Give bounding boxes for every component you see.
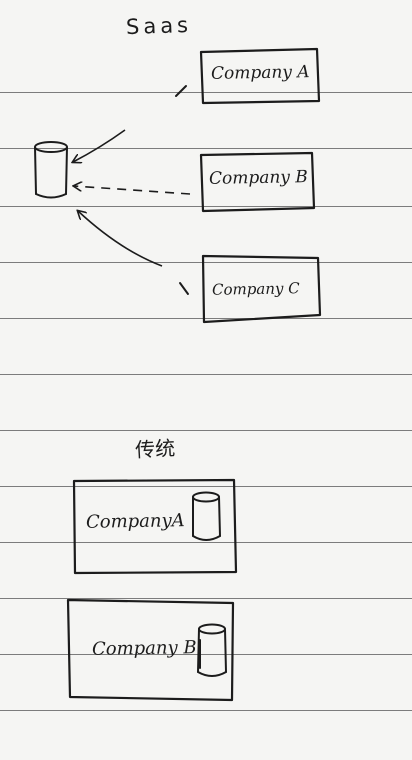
ruled-line bbox=[0, 542, 412, 543]
saas-company-c-label: Company C bbox=[211, 279, 300, 299]
traditional-company-a-label: CompanyA bbox=[85, 510, 185, 533]
arrow-company-a-to-db bbox=[73, 129, 126, 162]
ruled-line bbox=[0, 710, 412, 711]
tick-mark bbox=[179, 282, 189, 295]
shared-database-icon bbox=[34, 141, 68, 199]
saas-company-b-label: Company B bbox=[208, 167, 309, 189]
ruled-line bbox=[0, 486, 412, 487]
saas-company-a-label: Company A bbox=[210, 62, 310, 84]
saas-company-a-box bbox=[199, 47, 321, 105]
saas-company-c-box bbox=[201, 254, 322, 324]
traditional-company-b-label: Company B bbox=[91, 637, 197, 660]
company-a-database-icon bbox=[192, 491, 221, 541]
traditional-title: 传统 bbox=[134, 435, 176, 463]
ruled-line bbox=[0, 262, 412, 263]
ruled-line bbox=[0, 654, 412, 655]
traditional-company-b-box bbox=[66, 598, 235, 702]
traditional-company-a-box bbox=[72, 478, 238, 575]
saas-company-b-box bbox=[199, 151, 316, 213]
ruled-line bbox=[0, 206, 412, 207]
company-b-database-icon bbox=[197, 623, 227, 677]
arrow-company-c-to-db bbox=[78, 211, 163, 267]
ruled-line bbox=[0, 318, 412, 319]
ruled-line bbox=[0, 598, 412, 599]
ruled-line bbox=[0, 148, 412, 149]
arrow-company-b-to-db bbox=[74, 186, 191, 195]
ruled-line bbox=[0, 374, 412, 375]
ruled-line bbox=[0, 92, 412, 93]
tick-mark bbox=[175, 85, 187, 97]
saas-title: Saas bbox=[125, 12, 193, 40]
ruled-line bbox=[0, 430, 412, 431]
